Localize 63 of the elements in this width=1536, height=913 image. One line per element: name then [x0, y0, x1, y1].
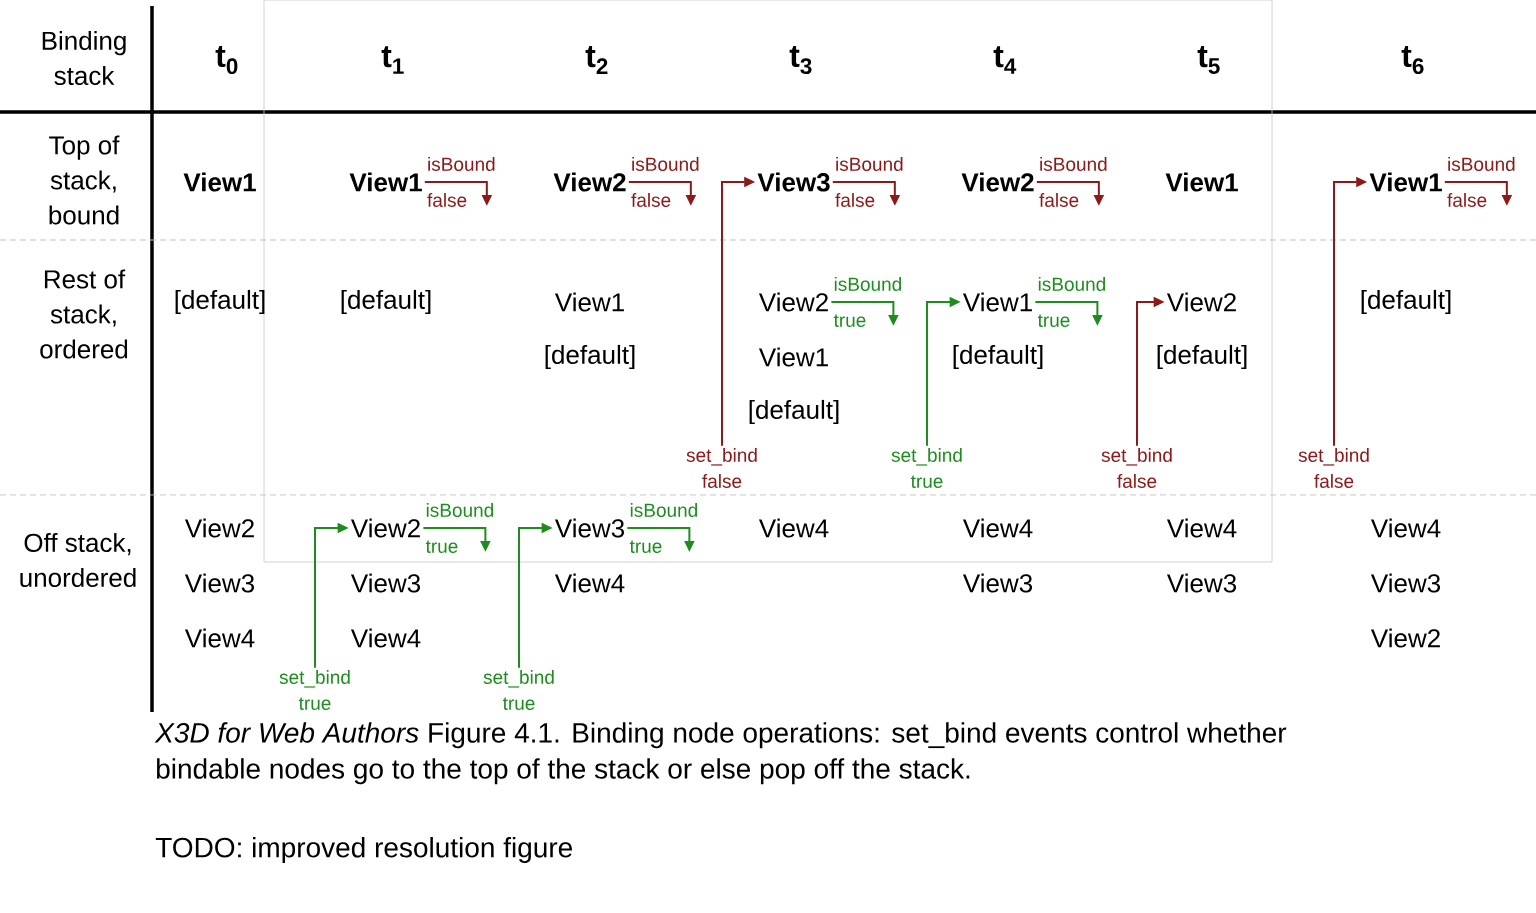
stack-entry: [default] [1157, 344, 1247, 370]
event-label: set_bind true [279, 670, 350, 710]
stack-entry: View2 [184, 518, 254, 538]
stack-entry: [default] [545, 344, 635, 370]
edge-label: isBound false [631, 157, 699, 207]
column-header: t$_{5}$ [1197, 46, 1220, 74]
event-label: set_bind false [686, 448, 757, 488]
event-label: set_bind false [1101, 448, 1172, 488]
edge-label: isBound false [1039, 157, 1107, 207]
stack-entry: View2 [1370, 628, 1440, 648]
stack-entry: View1 [1165, 172, 1238, 192]
stack-entry: View3 [1166, 573, 1237, 593]
edge-label: isBound true [833, 277, 901, 327]
column-header: t$_{2}$ [585, 46, 608, 74]
edge-label: isBound false [835, 157, 903, 207]
edge-label: isBound true [425, 503, 493, 553]
stack-entry: View1 [183, 172, 256, 192]
stack-entry: View2 [1166, 292, 1236, 312]
stack-entry: View3 [350, 573, 420, 593]
column-header: t$_{0}$ [215, 45, 238, 75]
edge-label: isBound true [1037, 277, 1105, 327]
stack-entry: [default] [953, 344, 1043, 370]
row-header: Top of stack, bound [49, 135, 120, 225]
stack-entry: View4 [554, 573, 625, 593]
stack-entry: [default] [749, 399, 839, 425]
stack-entry: View3 [962, 573, 1033, 593]
column-header: t$_{6}$ [1401, 45, 1424, 75]
stack-entry: [default] [1361, 289, 1451, 315]
stack-entry: View3 [757, 172, 830, 192]
stack-entry: View2 [961, 172, 1034, 192]
stack-entry: View4 [1166, 518, 1237, 538]
stack-entry: View1 [554, 292, 624, 312]
stack-entry: View1 [962, 292, 1032, 312]
event-label: set_bind true [891, 448, 962, 488]
stack-entry: View3 [554, 518, 625, 538]
stack-entry: View2 [350, 518, 420, 538]
caption: X3D for Web Authors Figure 4.1. Binding node operations: set_bind events control whether bindable nodes go to the top of the stack or else pop off the stack. [154, 722, 1287, 785]
event-label: set_bind true [483, 670, 554, 710]
stack-entry: [default] [175, 289, 265, 315]
column-header: t$_{3}$ [789, 45, 812, 75]
stack-entry: View1 [1369, 172, 1442, 192]
stack-entry: View2 [758, 292, 828, 312]
stack-entry: View4 [1370, 518, 1441, 538]
stack-entry: View1 [349, 172, 422, 192]
edge-label: isBound true [629, 503, 697, 553]
edge-label: isBound false [1447, 157, 1515, 207]
stack-entry: View4 [350, 628, 421, 648]
stack-entry: View4 [184, 628, 255, 648]
stack-entry: View4 [758, 518, 829, 538]
stack-entry: View3 [184, 573, 254, 593]
note: TODO: improved resolution figure [155, 836, 572, 864]
column-header: t$_{1}$ [381, 46, 404, 74]
column-header: t$_{4}$ [993, 46, 1017, 74]
stack-entry: View1 [758, 347, 828, 367]
stack-entry: View4 [962, 518, 1033, 538]
event-label: set_bind false [1298, 448, 1369, 488]
stack-entry: View2 [553, 172, 626, 192]
stack-entry: [default] [341, 289, 431, 315]
row-header: Rest of stack, ordered [40, 269, 128, 359]
row-header: Binding stack [42, 30, 126, 86]
stack-entry: View3 [1370, 573, 1441, 593]
row-header: Off stack, unordered [20, 532, 136, 588]
edge-label: isBound false [427, 157, 495, 207]
